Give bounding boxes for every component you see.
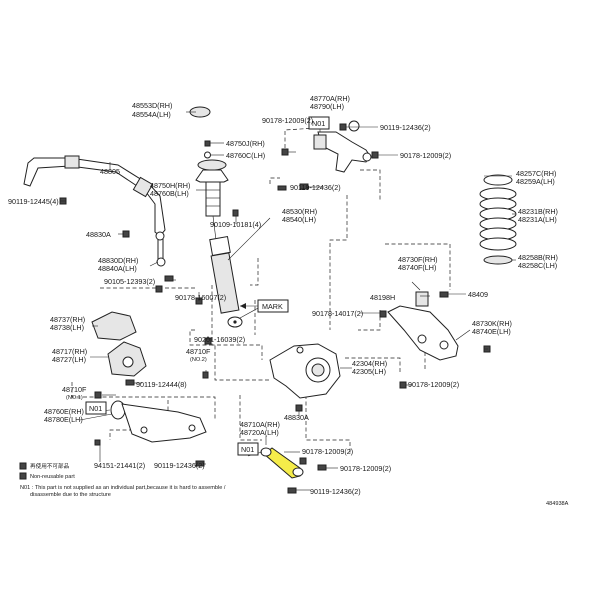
label-90119-12436-c: 90119-12436(2) [310, 487, 361, 496]
label-48710a: 48710A(RH) [240, 420, 280, 429]
label-48738: 48738(LH) [50, 323, 84, 332]
support-nut-48750j [204, 140, 211, 147]
label-48717: 48717(RH) [52, 347, 87, 356]
stabilizer-link-48830d [155, 231, 166, 267]
note-line-1: N01 : This part is not supplied as an in… [20, 485, 226, 491]
shock-absorber-48530 [195, 159, 243, 328]
label-48737: 48737(RH) [50, 315, 85, 324]
n01-box-left: N01 [85, 401, 107, 415]
legend-reuse-text: 再使用不可部品 [30, 462, 70, 470]
label-48727: 48727(LH) [52, 355, 86, 364]
label-90178-right: 90178-12009(2) [400, 151, 451, 160]
toe-control-link-48710a [260, 447, 304, 479]
label-90178-top: 90178-12009(2) [262, 116, 313, 125]
legend-marker-reuse [19, 462, 27, 470]
rear-knuckle-42304 [269, 343, 341, 399]
label-48231b: 48231B(RH) [518, 207, 558, 216]
label-48259a: 48259A(LH) [516, 177, 555, 186]
label-48409: 48409 [468, 290, 488, 299]
label-48198h: 48198H [370, 293, 395, 302]
lower-control-arm-48730f [387, 291, 459, 361]
upper-control-arm-48770a [313, 120, 372, 173]
label-48750j: 48750J(RH) [226, 139, 265, 148]
label-90178-c: 90178-12009(2) [302, 447, 353, 456]
label-42304: 42304(RH) [352, 359, 387, 368]
label-48830a-bottom: 48830A [284, 413, 309, 422]
label-48790: 48790(LH) [310, 102, 344, 111]
part-number-labels: 48553D(RH) 48554A(LH) 48750J(RH) 48760C(… [8, 94, 558, 496]
diagram-id: 484938A [546, 501, 569, 507]
label-48710f-top: 48710F [186, 347, 211, 356]
label-48730k: 48730K(RH) [472, 319, 512, 328]
label-48258c: 48258C(LH) [518, 261, 557, 270]
label-90119-12445: 90119-12445(4) [8, 197, 59, 206]
coil-spring-48231 [479, 174, 517, 265]
label-90201: 90201-16039(2) [194, 335, 245, 344]
label-48770a: 48770A(RH) [310, 94, 350, 103]
label-no2: (NO.2) [190, 357, 207, 363]
trailing-arm-48710f [110, 400, 207, 443]
label-48760e: 48760E(RH) [44, 407, 84, 416]
support-washer-48760c [204, 151, 211, 159]
legend: 再使用不可部品 Non-reusable part N01 : This par… [19, 462, 226, 498]
label-48530: 48530(RH) [282, 207, 317, 216]
mark-callout: MARK [240, 299, 289, 313]
label-90178-16007: 90178-16007(2) [175, 293, 226, 302]
label-48740e: 48740E(LH) [472, 327, 511, 336]
label-42305: 42305(LH) [352, 367, 386, 376]
label-90178-lower-right: 90178-12009(2) [408, 380, 459, 389]
label-48760c: 48760C(LH) [226, 151, 265, 160]
label-90109: 90109-10181(4) [210, 220, 261, 229]
spring-bracket-48737 [91, 311, 137, 341]
label-48540: 48540(LH) [282, 215, 316, 224]
label-90119-12436-b: 90119-12436(2) [154, 461, 205, 470]
label-48258b: 48258B(RH) [518, 253, 558, 262]
label-48740f: 48740F(LH) [398, 263, 436, 272]
label-90119-12444: 90119-12444(8) [136, 380, 187, 389]
label-48554a: 48554A(LH) [132, 110, 171, 119]
n01-box-bottom: N01 [237, 442, 259, 456]
label-48553d: 48553D(RH) [132, 101, 172, 110]
label-90119-12436-top: 90119-12436(2) [380, 123, 431, 132]
label-48730f: 48730F(RH) [398, 255, 438, 264]
n01-box-top: N01 [308, 116, 330, 130]
label-90119-12436-mid: 90119-12436(2) [290, 183, 341, 192]
label-90178-14017: 90178-14017(2) [312, 309, 363, 318]
svg-text:N01: N01 [89, 404, 102, 413]
label-94151: 94151-21441(2) [94, 461, 145, 470]
label-48257c: 48257C(RH) [516, 169, 556, 178]
label-48750h: 48750H(RH) [150, 181, 190, 190]
label-48720a: 48720A(LH) [240, 428, 279, 437]
leader-lines [60, 111, 516, 491]
svg-text:N01: N01 [312, 119, 325, 128]
label-48231a: 48231A(LH) [518, 215, 557, 224]
legend-nonreuse-text: Non-reusable part [30, 474, 75, 480]
label-48840a: 48840A(LH) [98, 264, 137, 273]
label-90178-d: 90178-12009(2) [340, 464, 391, 473]
label-48760b: 48760B(LH) [150, 189, 189, 198]
stabilizer-bar-48805 [23, 155, 166, 237]
label-no1: (NO.1) [66, 395, 83, 401]
label-48805: 48805 [100, 167, 120, 176]
label-48780e: 48780E(LH) [44, 415, 83, 424]
label-48830d: 48830D(RH) [98, 256, 138, 265]
label-90105: 90105-12393(2) [104, 277, 155, 286]
legend-marker-nonreuse [19, 472, 27, 480]
note-line-2: disassemble due to the structure [30, 492, 111, 498]
label-48710f-bottom: 48710F [62, 385, 87, 394]
label-48830a-top: 48830A [86, 230, 111, 239]
mark-label: MARK [262, 302, 283, 311]
bushing-48717 [107, 341, 147, 377]
svg-text:N01: N01 [241, 445, 254, 454]
